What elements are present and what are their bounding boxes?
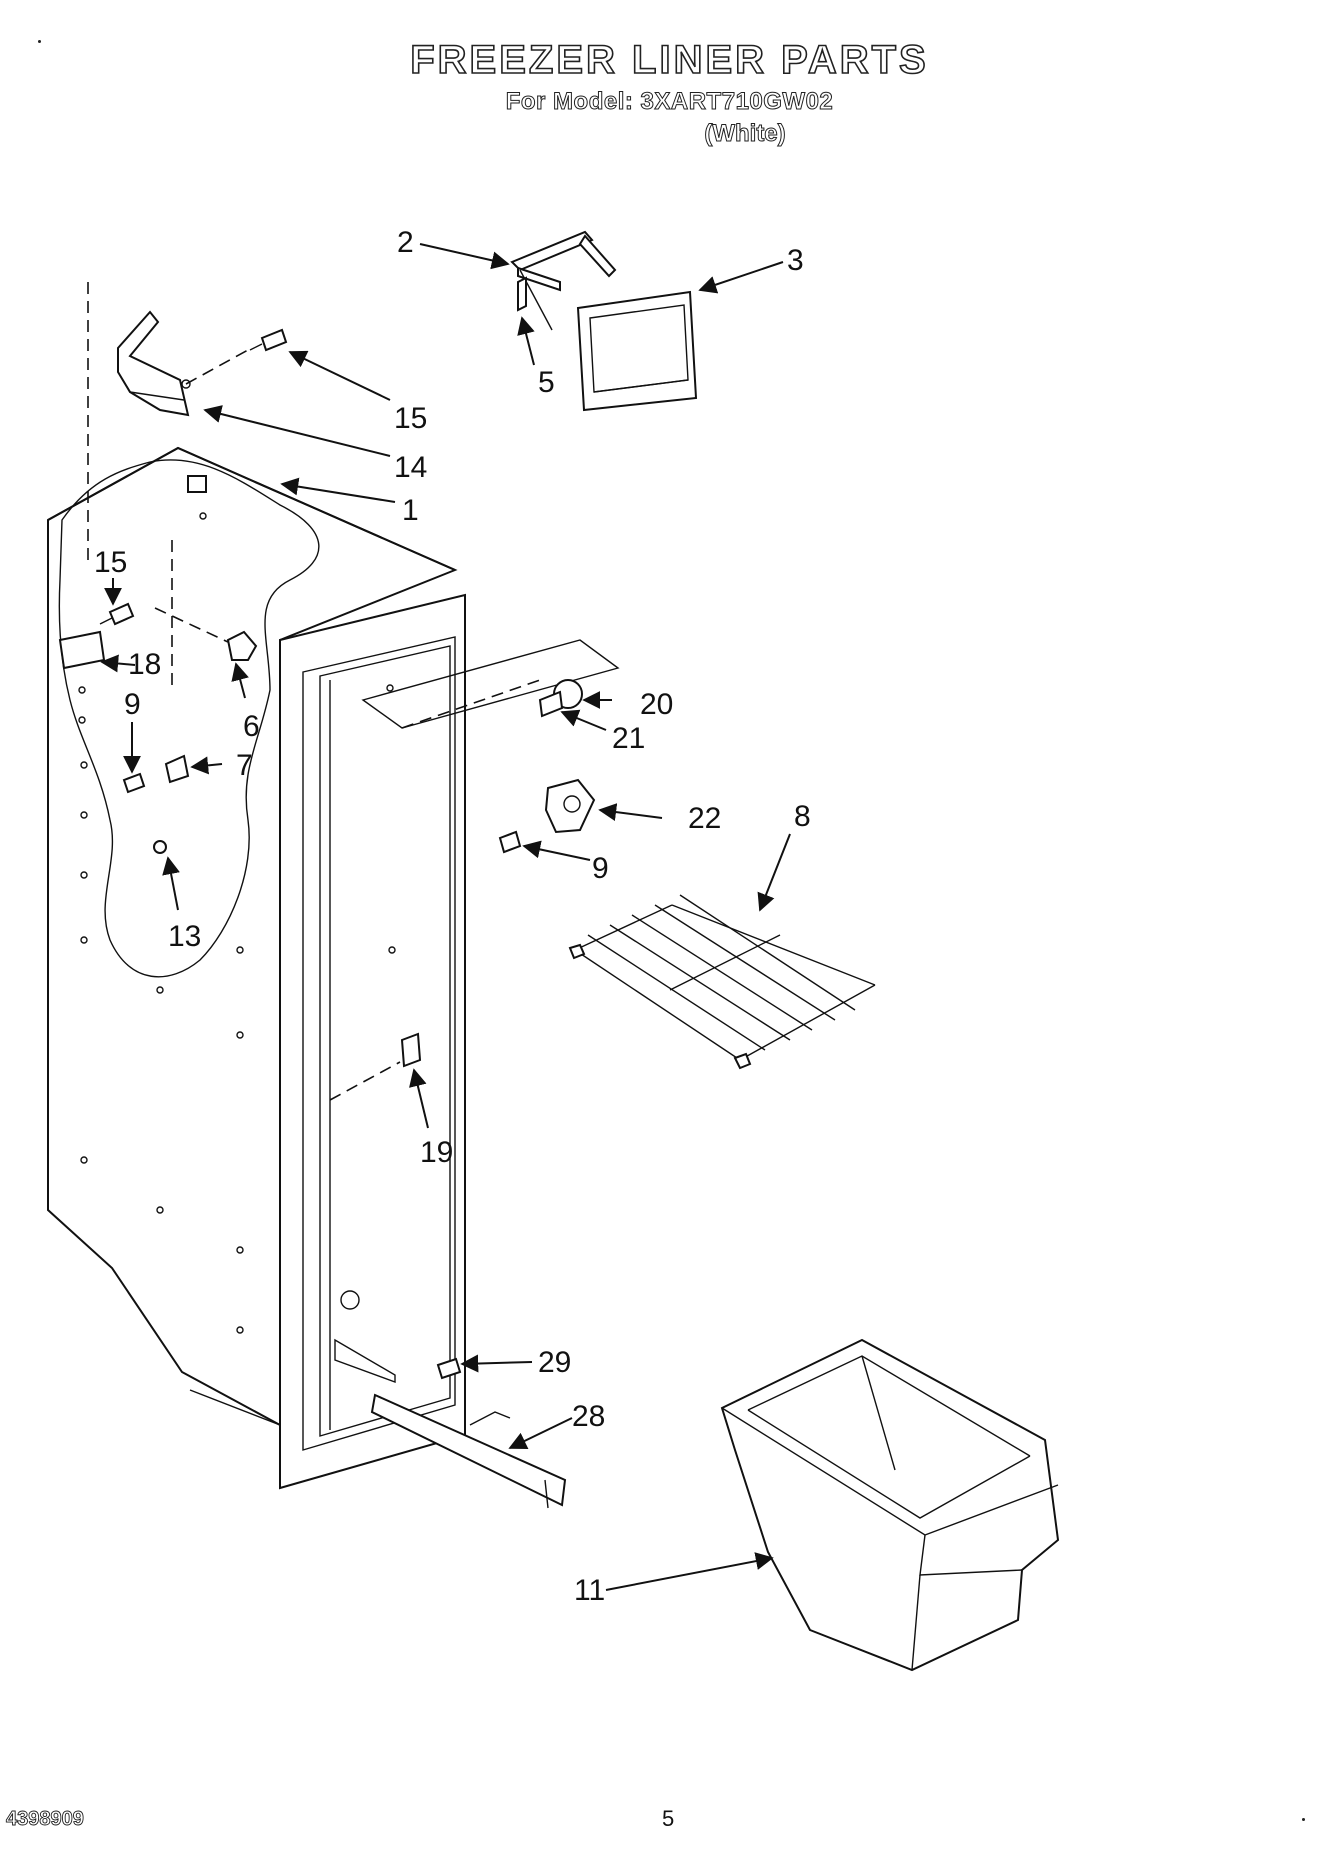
- part-7-bracket: [164, 754, 190, 784]
- part-3-pan: [576, 290, 698, 412]
- part-21-screw: [538, 690, 564, 718]
- freezer-liner: [47, 282, 466, 1490]
- part-8-shelf: [568, 894, 876, 1070]
- page-number: 5: [662, 1806, 675, 1831]
- callout-15: 15: [394, 402, 427, 435]
- callout-13: 13: [168, 920, 201, 953]
- callout-18: 18: [128, 648, 161, 681]
- leader-arrows: [100, 243, 791, 1591]
- callout-21: 21: [612, 722, 645, 755]
- mounting-plate: [361, 639, 620, 729]
- part-15-screw-left: [99, 602, 135, 626]
- part-28-rail: [370, 1393, 567, 1509]
- callout-29: 29: [538, 1346, 571, 1379]
- callout-15-left: 15: [94, 546, 127, 579]
- color-variant: (White): [704, 120, 786, 148]
- part-11-bin: [720, 1338, 1060, 1672]
- part-19-clip: [400, 1032, 422, 1068]
- guide-line: [329, 1061, 401, 1101]
- model-subtitle: For Model: 3XART710GW02: [505, 88, 834, 116]
- speck: [1302, 1818, 1305, 1821]
- part-5-screw: [517, 276, 527, 312]
- callout-labels: 2 3 5 15 14 1 15 18 6 9 7 13 20 21 22 9 …: [94, 226, 811, 1607]
- page-title: FREEZER LINER PARTS: [409, 37, 929, 83]
- document-number: 4398909: [6, 1808, 85, 1831]
- callout-11: 11: [574, 1574, 605, 1607]
- guide-line: [401, 679, 541, 729]
- callout-20: 20: [640, 688, 673, 721]
- callout-6: 6: [243, 710, 260, 743]
- callout-9-left: 9: [124, 688, 141, 721]
- callout-5: 5: [538, 366, 555, 399]
- part-6-clip: [226, 630, 258, 661]
- callout-22: 22: [688, 802, 721, 835]
- part-22-bracket: [544, 778, 596, 834]
- part-14-bracket: [117, 310, 191, 417]
- callout-19: 19: [420, 1136, 453, 1169]
- speck: [38, 40, 41, 43]
- part-2-rail: [510, 230, 617, 331]
- callout-9-right: 9: [592, 852, 609, 885]
- guide-line: [185, 349, 249, 385]
- part-9-screw: [122, 772, 146, 794]
- callout-1: 1: [402, 494, 419, 527]
- part-9-screw-right: [498, 830, 522, 854]
- callout-3: 3: [787, 244, 804, 277]
- part-29-screw: [436, 1357, 462, 1380]
- callout-14: 14: [394, 451, 427, 484]
- part-15-screw-top: [249, 328, 288, 352]
- guide-line: [154, 607, 229, 643]
- callout-8: 8: [794, 800, 811, 833]
- part-13-plug: [153, 840, 167, 854]
- callout-2: 2: [397, 226, 414, 259]
- callout-28: 28: [572, 1400, 605, 1433]
- callout-7: 7: [236, 749, 253, 782]
